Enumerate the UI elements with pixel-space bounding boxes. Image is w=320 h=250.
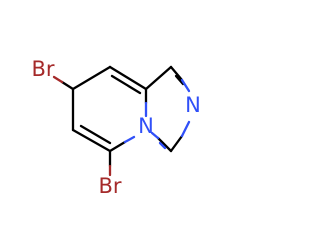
bond-c7-br-black bbox=[60, 80, 75, 91]
atom-nitrogen-ring: N bbox=[185, 93, 201, 117]
bond-c1-n2-black-inner bbox=[174, 74, 185, 86]
nitrogen-bond-segments bbox=[123, 78, 191, 150]
bond-n4-c3-n bbox=[150, 131, 160, 140]
bond-c3-n2-black bbox=[169, 134, 184, 153]
bromine-bond-segments bbox=[52, 75, 112, 177]
bond-c1-n2-black bbox=[169, 65, 184, 82]
bond-n4-c5-n bbox=[123, 135, 136, 144]
bond-c6-c5-inner bbox=[79, 124, 112, 145]
atom-bromine-top: Br bbox=[31, 57, 54, 81]
bond-c8-c8a-inner bbox=[110, 74, 142, 95]
carbon-bonds bbox=[60, 65, 185, 168]
bond-c5-n4-black bbox=[108, 140, 127, 153]
bond-c8-c8a bbox=[108, 65, 148, 91]
bond-br7-c7-br bbox=[52, 75, 64, 84]
molecule-structure: Br Br N N bbox=[31, 57, 201, 198]
bond-n4-c3-black bbox=[156, 136, 173, 153]
atom-bromine-bottom: Br bbox=[98, 174, 121, 198]
bond-c8a-c1 bbox=[144, 65, 173, 91]
bond-c7-c8 bbox=[71, 65, 112, 91]
bond-n2-c3-n bbox=[180, 120, 191, 138]
molecule-canvas: Br Br N N bbox=[31, 57, 201, 198]
bond-c6-c5 bbox=[71, 128, 112, 153]
bond-n4-c3-n-inner bbox=[158, 141, 167, 150]
atom-nitrogen-bridgehead: N bbox=[138, 114, 154, 138]
bond-n2-c1-n bbox=[180, 78, 191, 93]
